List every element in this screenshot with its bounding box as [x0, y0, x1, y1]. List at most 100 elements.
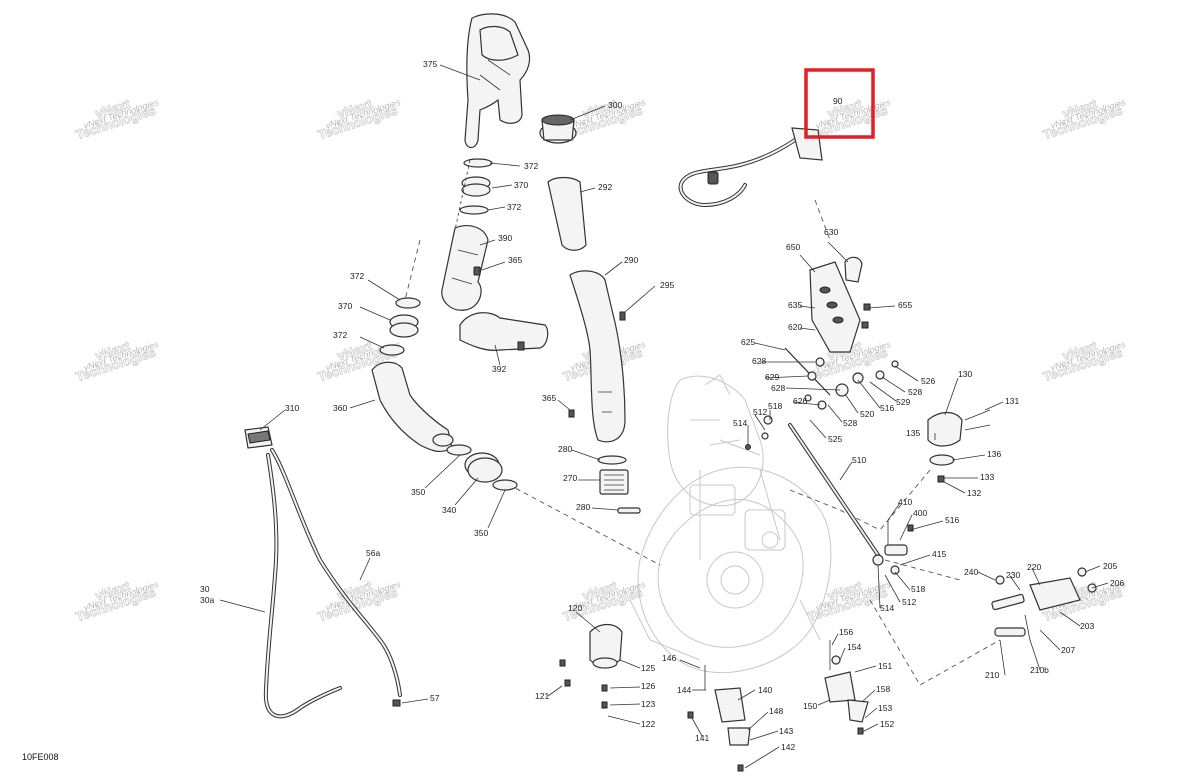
callout-390: 390	[498, 233, 512, 243]
callout-158: 158	[876, 684, 890, 694]
callout-655: 655	[898, 300, 912, 310]
callout-518: 518	[911, 584, 925, 594]
callout-142: 142	[781, 742, 795, 752]
callout-415: 415	[932, 549, 946, 559]
callout-625: 625	[741, 337, 755, 347]
cap-300	[539, 114, 577, 144]
duct-290	[569, 270, 626, 443]
callout-140: 140	[758, 685, 772, 695]
callout-365: 365	[542, 393, 556, 403]
callout-365: 365	[508, 255, 522, 265]
callout-152: 152	[880, 719, 894, 729]
callout-372: 372	[333, 330, 347, 340]
screw-365-lower	[568, 409, 575, 418]
callout-528: 528	[908, 387, 922, 397]
callout-120: 120	[568, 603, 582, 613]
callout-516: 516	[945, 515, 959, 525]
callout-375: 375	[423, 59, 437, 69]
clamp-stack-lower	[379, 297, 421, 356]
watermark: vNext Technologies vNext Technologies	[316, 96, 403, 143]
callout-516: 516	[880, 403, 894, 413]
screw-295	[619, 311, 626, 321]
callout-518: 518	[768, 401, 782, 411]
tube-292	[547, 176, 587, 251]
callout-141: 141	[695, 733, 709, 743]
callout-56a: 56a	[366, 548, 380, 558]
hose-360	[371, 361, 454, 453]
callout-57: 57	[430, 693, 440, 703]
callout-148: 148	[769, 706, 783, 716]
callout-626: 626	[793, 396, 807, 406]
callout-620: 620	[788, 322, 802, 332]
callout-122: 122	[641, 719, 655, 729]
callout-526: 526	[921, 376, 935, 386]
callout-310: 310	[285, 403, 299, 413]
watermark: vNext Technologies vNext Technologies	[1041, 96, 1128, 143]
callout-154: 154	[847, 642, 861, 652]
leader-lines	[219, 64, 1109, 769]
dashed-leaders	[404, 199, 1001, 686]
callout-205: 205	[1103, 561, 1117, 571]
callout-146: 146	[662, 653, 676, 663]
callout-340: 340	[442, 505, 456, 515]
drawing-id: 10FE008	[22, 752, 59, 762]
callout-207: 207	[1061, 645, 1075, 655]
harness-310	[244, 426, 273, 449]
watermark: vNext Technologies vNext Technologies	[561, 578, 648, 625]
callout-125: 125	[641, 663, 655, 673]
bracket-392	[459, 312, 549, 351]
callout-525: 525	[828, 434, 842, 444]
callout-370: 370	[514, 180, 528, 190]
bracket-220	[991, 567, 1097, 641]
callout-126: 126	[641, 681, 655, 691]
callout-300: 300	[608, 100, 622, 110]
callout-295: 295	[660, 280, 674, 290]
callout-130: 130	[958, 369, 972, 379]
callout-528: 528	[843, 418, 857, 428]
callout-135: 135	[906, 428, 920, 438]
throttle-cable-90	[678, 127, 823, 208]
mount-120	[559, 623, 623, 709]
callout-510: 510	[852, 455, 866, 465]
callout-370: 370	[338, 301, 352, 311]
callout-90: 90	[833, 96, 843, 106]
callout-512: 512	[902, 597, 916, 607]
callout-410: 410	[898, 497, 912, 507]
callout-153: 153	[878, 703, 892, 713]
callout-132: 132	[967, 488, 981, 498]
callout-30a: 30a	[200, 595, 214, 605]
watermark: vNext Technologies vNext Technologies	[74, 338, 161, 385]
callout-156: 156	[839, 627, 853, 637]
callout-210b: 210b	[1030, 665, 1049, 675]
bracket-140	[687, 665, 751, 772]
coupler-group	[446, 444, 518, 491]
callout-360: 360	[333, 403, 347, 413]
callout-635: 635	[788, 300, 802, 310]
callout-206: 206	[1110, 578, 1124, 588]
watermark: vNext Technologies vNext Technologies	[74, 96, 161, 143]
callout-131: 131	[1005, 396, 1019, 406]
callout-629: 629	[765, 372, 779, 382]
callout-270: 270	[563, 473, 577, 483]
callout-280: 280	[576, 502, 590, 512]
duct-390	[441, 225, 489, 311]
callout-372: 372	[524, 161, 538, 171]
callout-133: 133	[980, 472, 994, 482]
watermark: vNext Technologies vNext Technologies	[806, 578, 893, 625]
callout-210: 210	[985, 670, 999, 680]
air-intake-duct-375	[464, 13, 531, 149]
callout-350: 350	[411, 487, 425, 497]
callout-392: 392	[492, 364, 506, 374]
mesh-group	[597, 455, 641, 514]
callout-628: 628	[752, 356, 766, 366]
callout-240: 240	[964, 567, 978, 577]
callout-372: 372	[350, 271, 364, 281]
callout-350: 350	[474, 528, 488, 538]
callout-150: 150	[803, 701, 817, 711]
callout-280: 280	[558, 444, 572, 454]
callout-144: 144	[677, 685, 691, 695]
callout-230: 230	[1006, 570, 1020, 580]
callout-151: 151	[878, 661, 892, 671]
callout-529: 529	[896, 397, 910, 407]
callout-372: 372	[507, 202, 521, 212]
